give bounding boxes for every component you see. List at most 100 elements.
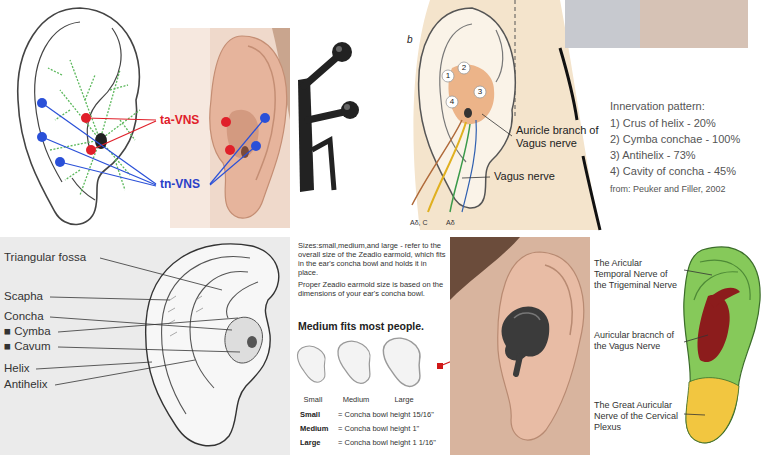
nerve-branch [48,68,62,75]
source-note: from: Peuker and Filler, 2002 [610,184,726,195]
list-item: 4) Cavity of concha - 45% [610,165,736,178]
list-item: 3) Antihelix - 73% [610,149,696,162]
cervical-region [686,378,739,443]
clip-electrode [341,101,359,119]
ear-shape [210,36,287,218]
ear-outline [146,244,279,446]
earmold-outline [383,338,420,386]
earmold [502,307,550,361]
nerve-tree [48,60,140,195]
concha [225,317,263,363]
ear-photo [170,28,290,228]
clip-arm [304,58,336,86]
stimulation-dot [37,98,47,108]
nerve-branch [110,85,128,90]
nerve-path [462,120,476,212]
list-heading: Innervation pattern: [610,100,705,113]
leader-line [210,146,256,185]
stimulation-dot [86,145,96,155]
size-value: = Concha bowl height 15/16" [338,410,434,419]
photo-ground [450,237,590,455]
antihelix-fold [87,28,121,150]
leader-line [42,137,156,185]
helix-fold [248,46,275,180]
clip-body [298,78,314,192]
earmold-photo [450,237,590,455]
clip-highlight [344,104,350,110]
earmold-highlight [514,313,540,320]
nerve-branch [55,110,70,120]
nerve-branch [85,75,95,100]
fiber-label: Aδ, C [410,219,428,227]
leader-line [58,318,238,332]
callout-number: 1 [446,71,450,81]
leader-line [91,121,156,150]
part-label: ■ Cymba [4,325,51,339]
nerve-branch [120,120,135,140]
leader-line [684,270,712,275]
size-label: Medium [343,395,370,404]
size-name: Medium [300,424,328,433]
emphasis-text: Medium fits most people. [298,320,424,333]
leader-line [50,297,170,300]
stimulation-dot [251,141,261,151]
body-text: Sizes:small,medium,and large - refer to … [298,241,448,277]
ear-shape [498,252,584,440]
nerve-path [412,120,462,205]
stimulation-dot [221,117,231,127]
stimulation-dot [260,113,270,123]
ear-canal [464,108,472,118]
clip-highlight [336,46,342,52]
earmold-outline [338,341,370,383]
leader-line [482,114,512,136]
helix-fold [35,22,80,182]
nerve-branch [100,110,140,140]
nerve-branch [70,60,100,140]
leader-line [86,118,156,120]
part-label: Scapha [4,290,43,304]
list-item: 1) Crus of helix - 20% [610,117,716,130]
lobe-fold [72,178,95,200]
panel-letter: b [407,34,413,46]
nerve-branch [100,70,120,140]
callout-number: 2 [462,63,466,73]
callout-circle [474,86,486,98]
nerve-label: Vagus nerve [494,170,555,183]
earmold-stem [516,356,520,374]
leader-line [210,118,265,184]
nerve-branch [65,170,80,180]
leader-line [684,414,705,415]
helix-crus [227,282,258,318]
ear-canal [247,336,257,348]
list-item: 2) Cymba conchae - 100% [610,133,740,146]
stimulation-dot [55,157,65,167]
leader-line [36,362,152,369]
leader-line [50,317,232,330]
callout-circle [442,70,454,82]
leader-line [100,258,222,290]
ear-canal [95,133,107,149]
leader-line [58,347,240,352]
panel-ground [0,237,290,455]
callout-circle [446,96,458,108]
trigeminal-region [684,247,760,443]
stimulation-dot [81,113,91,123]
leader-line [55,360,195,385]
photo-ground [170,28,290,228]
nerve-region-label: Auricular bracnch of the Vagus Nerve [594,330,680,352]
photo-ground [170,28,210,228]
pointer-mark [437,363,443,369]
concha-area [448,64,494,124]
leader-line [684,335,708,342]
innervation-diagram [412,0,748,230]
face-contour [560,48,577,120]
method-label: ta-VNS [160,113,199,127]
innervation-map [684,247,760,443]
ear-outline [18,8,140,225]
size-value: = Concha bowl height 1 1/16" [338,438,436,447]
clip-spring [312,140,334,190]
callout-number: 4 [450,97,454,107]
helix-fold [545,265,572,335]
part-label: Triangular fossa [4,251,86,265]
